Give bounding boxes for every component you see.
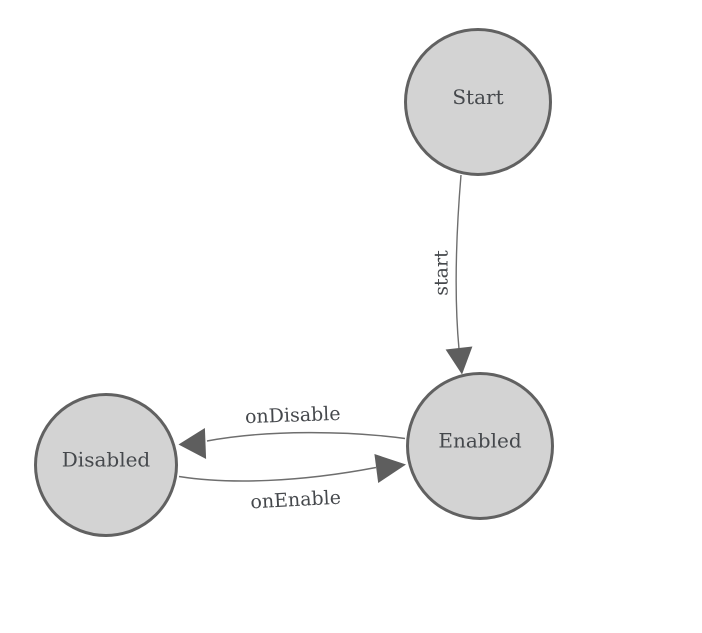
state-label-disabled: Disabled xyxy=(62,448,151,472)
edge-label-start: start xyxy=(431,250,453,296)
state-circle-enabled xyxy=(406,372,554,520)
edge-enabled-to-disabled: onDisable xyxy=(178,403,406,459)
arrowhead-right-icon xyxy=(374,454,406,483)
state-node-enabled: Enabled xyxy=(406,372,554,520)
state-node-start: Start xyxy=(404,28,552,176)
state-node-disabled: Disabled xyxy=(34,393,178,537)
edge-disabled-to-enabled: onEnable xyxy=(178,454,406,514)
edge-start-to-enabled: start xyxy=(431,174,473,375)
state-circle-disabled xyxy=(34,393,178,537)
edge-line-start xyxy=(455,174,462,350)
edge-line-ondisable xyxy=(206,431,406,442)
edge-line-onenable xyxy=(178,466,377,482)
arrowhead-left-icon xyxy=(178,428,207,459)
state-circle-start xyxy=(404,28,552,176)
state-label-enabled: Enabled xyxy=(438,429,521,453)
edge-label-ondisable: onDisable xyxy=(245,403,341,428)
state-label-start: Start xyxy=(452,85,503,109)
arrowhead-down-icon xyxy=(445,346,473,375)
edge-label-onenable: onEnable xyxy=(250,487,342,514)
